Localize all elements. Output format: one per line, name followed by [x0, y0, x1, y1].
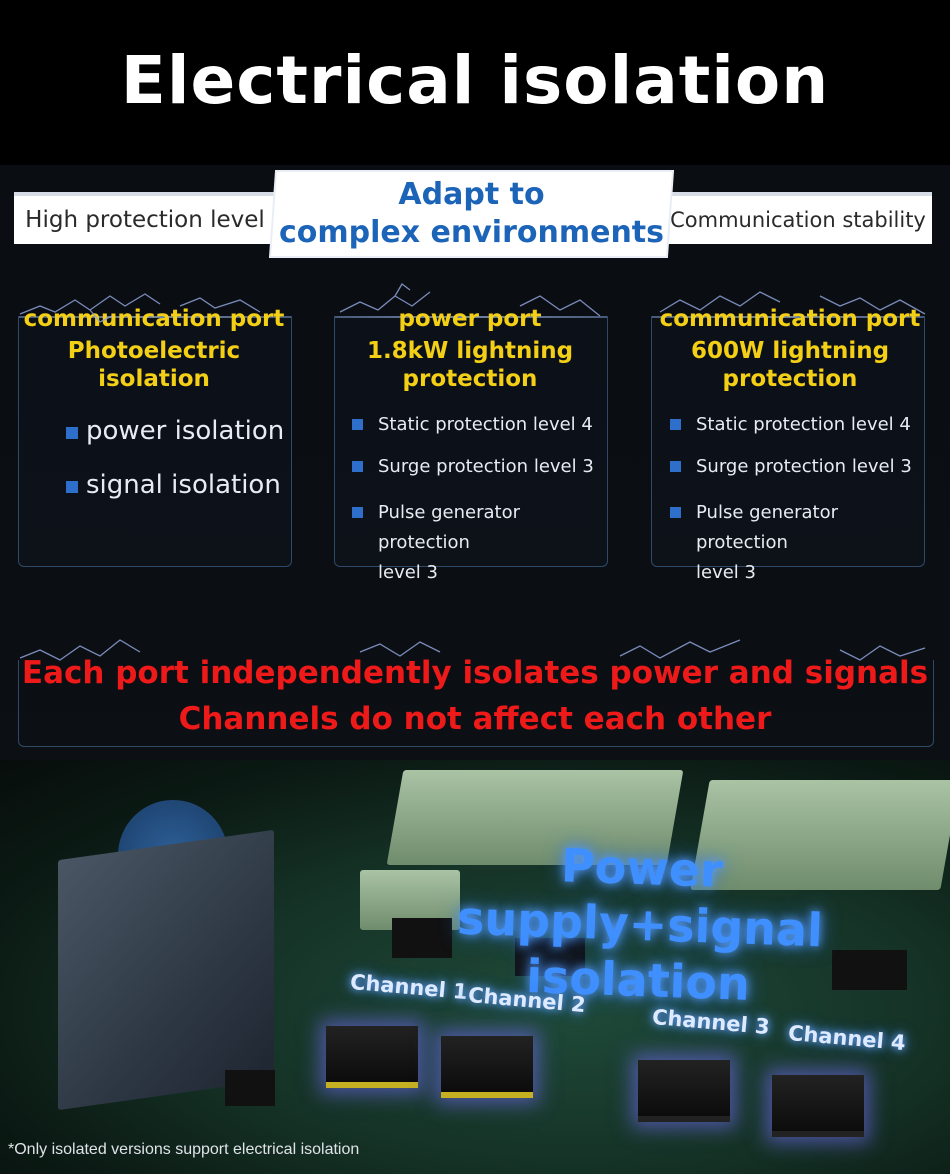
list-item: power isolation: [66, 416, 284, 446]
banner-text: Each port independently isolates power a…: [0, 650, 950, 742]
channel-4-chip: [772, 1075, 864, 1137]
bullet-icon: [66, 427, 78, 439]
list-item-label: Static protection level 4: [378, 414, 593, 435]
tab-adapt-environments: Adapt to complex environments: [274, 176, 669, 252]
list-item-label: signal isolation: [86, 470, 281, 500]
panel-3-title-line2: 600W lightning: [690, 338, 890, 364]
bullet-icon: [670, 419, 681, 430]
list-item-label: power isolation: [86, 416, 285, 446]
banner-line1: Each port independently isolates power a…: [21, 655, 929, 691]
bullet-icon: [670, 461, 681, 472]
list-item-label: level 3: [378, 562, 438, 583]
list-item-label: Static protection level 4: [696, 414, 911, 435]
footnote: *Only isolated versions support electric…: [8, 1141, 360, 1158]
header: Electrical isolation: [0, 0, 950, 165]
panel-3-list: Static protection level 4 Surge protecti…: [670, 410, 925, 588]
panel-1-list: power isolation signal isolation: [66, 416, 284, 500]
channel-1-chip: [326, 1026, 418, 1088]
channel-2-chip: [441, 1036, 533, 1098]
banner-line2: Channels do not affect each other: [178, 701, 772, 737]
list-item: Surge protection level 3: [670, 452, 925, 482]
banner-frame: [18, 660, 934, 747]
panel-2-top-line: [334, 316, 607, 318]
panel-communication-lightning: [651, 316, 925, 567]
tab-communication-stability: Communication stability: [664, 192, 932, 244]
panel-2-title-line2: 1.8kW lightning: [366, 338, 574, 364]
list-item: Surge protection level 3: [352, 452, 602, 482]
bullet-icon: [66, 481, 78, 493]
channel-3-chip: [638, 1060, 730, 1122]
relay-component: [58, 829, 274, 1111]
bullet-icon: [352, 507, 363, 518]
ic-component: [832, 950, 907, 990]
panel-2-title-line1: power port: [398, 306, 542, 332]
panel-1-title: communication port Photoelectric isolati…: [8, 305, 300, 393]
panel-3-title-line1: communication port: [659, 306, 921, 332]
ic-component: [225, 1070, 275, 1106]
tab-high-protection: High protection level: [14, 192, 276, 244]
panel-communication-isolation: [18, 316, 292, 567]
panel-power-port: [334, 316, 608, 567]
panel-3-top-line: [651, 316, 924, 318]
bullet-icon: [670, 507, 681, 518]
panel-3-title-line3: protection: [722, 366, 858, 392]
list-item: Static protection level 4: [670, 410, 925, 440]
list-item-label: Pulse generator protection: [378, 502, 521, 553]
tab-center-line2: complex environments: [278, 215, 665, 250]
panel-1-title-line1: communication port: [23, 306, 285, 332]
list-item-continued: level 3: [670, 558, 925, 588]
panel-3-title: communication port 600W lightning protec…: [651, 305, 929, 393]
list-item: Pulse generator protection: [670, 498, 925, 558]
ic-component: [515, 938, 585, 976]
bullet-icon: [352, 461, 363, 472]
isolation-title-line1: Power supply+signal: [456, 838, 824, 958]
page-title: Electrical isolation: [120, 42, 830, 119]
list-item-label: Pulse generator protection: [696, 502, 839, 553]
bullet-icon: [352, 419, 363, 430]
list-item-continued: level 3: [352, 558, 602, 588]
list-item: signal isolation: [66, 470, 284, 500]
list-item-label: level 3: [696, 562, 756, 583]
tab-center-line1: Adapt to: [398, 177, 545, 212]
ic-component: [392, 918, 452, 958]
panel-2-title: power port 1.8kW lightning protection: [334, 305, 606, 393]
list-item-label: Surge protection level 3: [378, 456, 594, 477]
panel-1-title-line2: Photoelectric isolation: [67, 338, 241, 392]
list-item-label: Surge protection level 3: [696, 456, 912, 477]
list-item: Pulse generator protection: [352, 498, 602, 558]
list-item: Static protection level 4: [352, 410, 602, 440]
panel-2-list: Static protection level 4 Surge protecti…: [352, 410, 602, 588]
panel-1-top-line: [18, 316, 291, 318]
panel-2-title-line3: protection: [402, 366, 538, 392]
